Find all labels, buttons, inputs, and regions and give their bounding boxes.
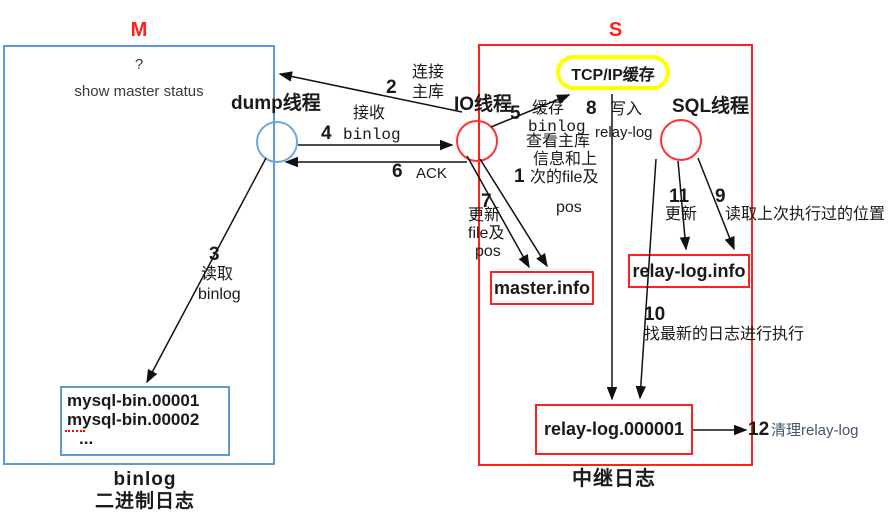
tcpip-cache-ellipse: TCP/IP缓存: [556, 55, 670, 90]
step7-line1: 更新: [468, 207, 501, 224]
step3-num: 3: [209, 244, 220, 265]
step8-num: 8: [586, 98, 597, 119]
relay-log-info-box: relay-log.info: [628, 254, 750, 288]
binlog-caption-en: binlog: [113, 469, 177, 490]
io-thread-circle: [456, 120, 498, 162]
step1-num: 1: [514, 166, 525, 187]
binlog-file-box: mysql-bin.00001 mysql-bin.00002 ...: [60, 386, 230, 456]
step10-num: 10: [644, 304, 666, 325]
io-reads-line3: 次的file及: [530, 169, 599, 186]
io-reads-line2: 信息和上: [533, 151, 598, 168]
sql-thread-label: SQL线程: [672, 96, 750, 117]
show-master-status: show master status: [74, 83, 204, 100]
relay-log-file-label: relay-log.000001: [543, 419, 685, 439]
dump-thread-circle: [256, 121, 298, 163]
step9-num: 9: [715, 186, 726, 207]
step4-pre: 接收: [353, 105, 386, 122]
master-info-label: master.info: [493, 277, 591, 298]
tcpip-cache-label: TCP/IP缓存: [571, 66, 655, 84]
step7-line2: file及: [468, 225, 505, 242]
sql-thread-circle: [660, 119, 702, 161]
step12-num: 12: [748, 419, 770, 440]
relay-log-file-box: relay-log.000001: [535, 404, 693, 455]
step2-num: 2: [386, 77, 397, 98]
io-reads-line1: 查看主库: [526, 133, 591, 150]
binlog-file-2: mysql-bin.00002: [67, 410, 200, 429]
step11-label: 更新: [665, 206, 698, 223]
step2-line1: 连接: [412, 64, 445, 81]
step8-line1: 写入: [610, 101, 643, 118]
relay-log-info-label: relay-log.info: [632, 260, 746, 281]
step4-num: 4: [321, 123, 332, 144]
master-title: M: [130, 19, 148, 41]
io-reads-line4: pos: [556, 199, 582, 216]
step12-label: 清理relay-log: [771, 422, 859, 439]
step6-num: 6: [392, 161, 403, 182]
step2-line2: 主库: [412, 84, 445, 101]
slave-title: S: [608, 19, 623, 41]
step3-line1: 读取: [201, 266, 234, 283]
step4-label: binlog: [343, 126, 401, 144]
step5-pre: 缓存: [532, 100, 565, 117]
query-hint: ?: [134, 56, 144, 73]
binlog-file-1: mysql-bin.00001: [67, 391, 200, 410]
io-thread-label: IO线程: [454, 94, 513, 115]
relay-caption: 中继日志: [572, 468, 656, 490]
step3-line2: binlog: [198, 286, 241, 303]
binlog-caption-cn: 二进制日志: [94, 491, 195, 512]
step9-label: 读取上次执行过的位置: [725, 206, 886, 223]
step11-num: 11: [669, 186, 690, 207]
step5-num: 5: [510, 103, 521, 124]
spellcheck-squiggle: [65, 428, 85, 432]
dump-thread-label: dump线程: [231, 93, 321, 114]
master-info-box: master.info: [490, 271, 594, 305]
step10-label: 找最新的日志进行执行: [644, 326, 805, 343]
step7-line3: pos: [475, 243, 501, 260]
binlog-file-more: ...: [79, 429, 94, 448]
master-box: [3, 45, 275, 465]
step6-label: ACK: [416, 165, 447, 182]
step8-line2: relay-log: [595, 124, 653, 141]
